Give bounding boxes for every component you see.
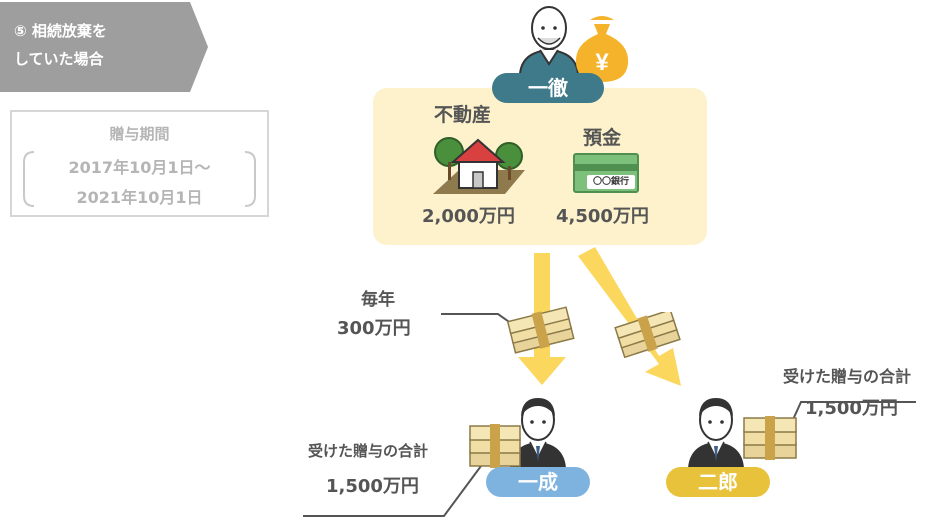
right-bracket <box>244 151 256 207</box>
money-bundle-icon <box>614 312 681 358</box>
issei-total-label: 受けた贈与の合計 <box>308 442 429 460</box>
issei-name-badge: 一成 <box>486 467 590 497</box>
money-bag-icon: ¥ <box>575 16 629 82</box>
gift-period-box: 贈与期間 2017年10月1日〜 2021年10月1日 <box>10 110 269 217</box>
issei-total-leader <box>303 465 482 517</box>
jiro-total-label: 受けた贈与の合計 <box>783 367 912 386</box>
gift-period-end: 2021年10月1日 <box>76 188 203 207</box>
deposit-value: 4,500万円 <box>556 206 649 227</box>
gift-period-title: 贈与期間 <box>109 125 170 143</box>
bank-name-text: 〇〇銀行 <box>587 175 635 189</box>
issei-person-icon <box>510 398 566 468</box>
money-bundle-icon <box>506 306 575 354</box>
svg-text:¥: ¥ <box>595 49 609 76</box>
decedent-name-badge: 一徹 <box>492 73 604 103</box>
left-bracket <box>23 151 35 207</box>
house-icon <box>433 137 525 194</box>
decedent-person-icon <box>518 6 580 74</box>
case-banner-line2: していた場合 <box>14 50 104 68</box>
case-banner-line1: ⑤ 相続放棄を <box>14 22 107 40</box>
arrow-to-jiro <box>578 247 681 386</box>
jiro-name-badge: 二郎 <box>666 467 770 497</box>
issei-total-value: 1,500万円 <box>326 476 419 497</box>
jiro-total-value: 1,500万円 <box>805 398 898 419</box>
jiro-person-icon <box>688 398 744 468</box>
gift-period-start: 2017年10月1日〜 <box>68 158 211 177</box>
real-estate-value: 2,000万円 <box>422 206 515 227</box>
money-bundle-icon <box>743 416 797 460</box>
real-estate-label: 不動産 <box>434 104 492 126</box>
annual-gift-line1: 毎年 <box>361 290 395 310</box>
annual-gift-line2: 300万円 <box>337 318 411 339</box>
assets-box <box>373 88 707 245</box>
bankbook-icon: 〇〇銀行 <box>573 153 639 193</box>
money-bundle-icon <box>469 424 521 468</box>
deposit-label: 預金 <box>583 127 622 149</box>
case-banner: ⑤ 相続放棄を していた場合 <box>0 2 208 92</box>
